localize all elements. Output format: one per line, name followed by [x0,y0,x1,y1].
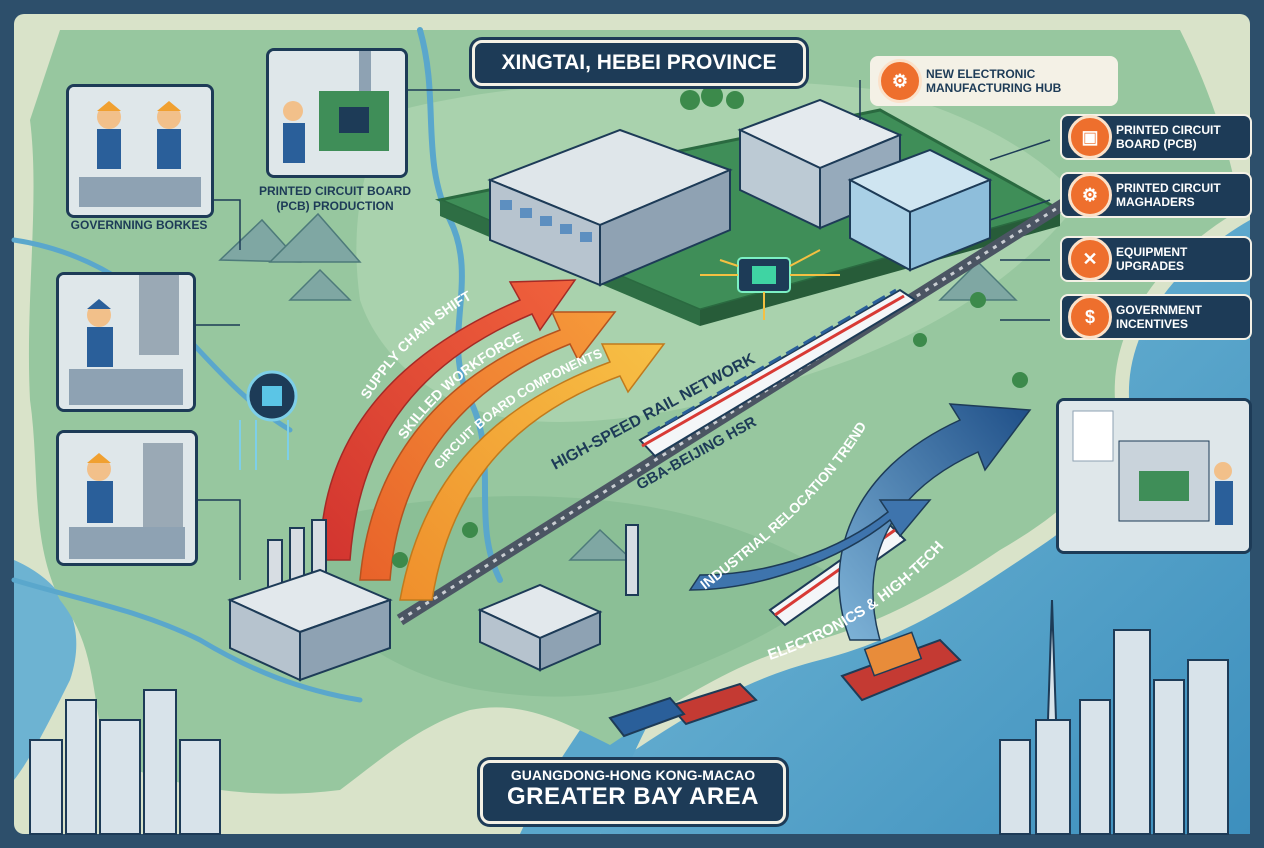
page-title: XINGTAI, HEBEI PROVINCE [472,40,806,86]
circuit-gear-icon [239,370,298,470]
technician-illustration [59,275,193,409]
xingtai-glass-lab [847,148,993,272]
high-speed-train [638,288,917,458]
land-south [320,496,840,697]
engineer-panel [56,430,198,566]
tag-maghaders-label: PRINTED CIRCUIT MAGHADERS [1116,181,1221,209]
city-skyline-left [29,689,221,835]
gear-icon: ⚙ [1068,173,1112,217]
tag-equipment-label: EQUIPMENT UPGRADES [1116,245,1188,273]
sea-left [14,560,77,780]
sea [600,220,1250,834]
components-arrow [399,343,666,601]
tag-pcb-label: PRINTED CIRCUIT BOARD (PCB) [1116,123,1221,151]
gear-circuit-icon: ⚙ [878,59,922,103]
pcb-production-caption: PRINTED CIRCUIT BOARD (PCB) PRODUCTION [259,184,411,213]
workers-illustration [69,87,211,215]
cargo-ship [608,682,758,738]
skilled-workforce-arrow [359,311,617,581]
pcb-machine-illustration [1059,401,1249,551]
region-name: GREATER BAY AREA [506,783,760,810]
tag-maghaders: ⚙ PRINTED CIRCUIT MAGHADERS [1060,172,1252,218]
electronics-arrow [688,499,932,591]
pcb-machine-panel [1056,398,1252,554]
supply-chain-arrow [319,279,577,561]
engineer-illustration [59,433,195,563]
pcb-production-panel [266,48,408,178]
region-title: GUANGDONG-HONG KONG-MACAO GREATER BAY AR… [480,760,786,824]
pcb-chip-icon [700,249,840,320]
technician-panel [56,272,196,412]
trees [392,85,1028,568]
tag-new-hub: ⚙ NEW ELECTRONIC MANUFACTURING HUB [870,56,1118,106]
river [11,577,363,703]
tag-new-hub-label: NEW ELECTRONIC MANUFACTURING HUB [926,67,1062,95]
gba-factory-smokestacks [227,519,393,682]
pcb-production-illustration [269,51,405,175]
workers-caption: GOVERNNING BORKES [70,218,208,232]
tag-pcb: ▣ PRINTED CIRCUIT BOARD (PCB) [1060,114,1252,160]
tag-incentives-label: GOVERNMENT INCENTIVES [1116,303,1203,331]
mountains [218,212,1018,561]
hand-coin-icon: $ [1068,295,1112,339]
cargo-ship [840,631,962,702]
river [417,27,503,583]
workers-panel [66,84,214,218]
city-skyline [999,599,1229,835]
panel-connectors [190,80,1051,580]
xingtai-factory-main [487,128,733,287]
tag-equipment: ✕ EQUIPMENT UPGRADES [1060,236,1252,282]
chip-icon: ▣ [1068,115,1112,159]
tag-incentives: $ GOVERNMENT INCENTIVES [1060,294,1252,340]
gba-factory-center [477,524,639,672]
railway-track [396,194,1074,626]
wrench-icon: ✕ [1068,237,1112,281]
region-subtitle: GUANGDONG-HONG KONG-MACAO [510,767,756,783]
